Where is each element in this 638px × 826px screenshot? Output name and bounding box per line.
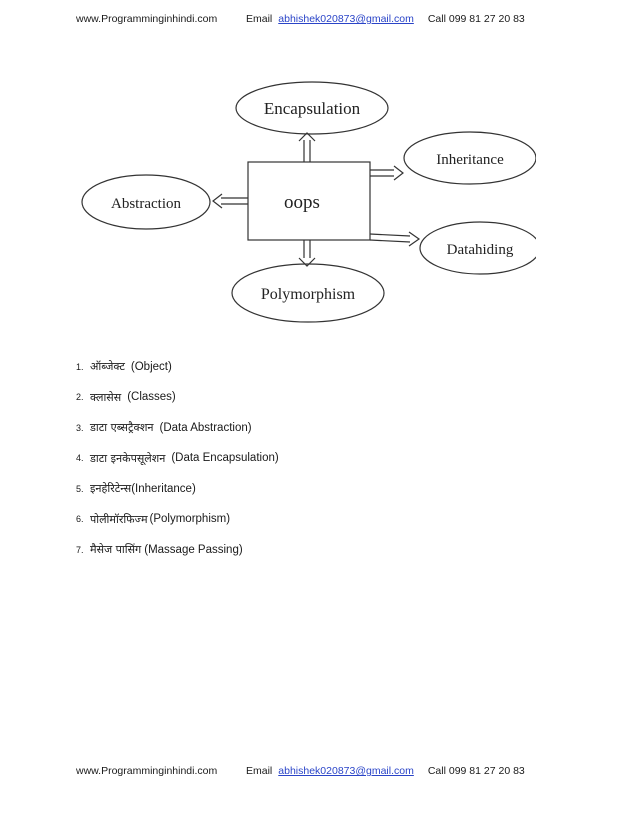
list-hindi: क्लासेस [90,390,122,404]
oops-diagram: Encapsulation Inheritance Abstraction Da… [81,81,536,323]
header-email-link[interactable]: abhishek020873@gmail.com [278,13,414,25]
list-item: 6. पोलीमॉरफिज्म (Polymorphism) [76,509,279,530]
arrow-to-datahiding [369,231,421,247]
list-english: (Data Encapsulation) [171,452,279,464]
abstraction-ellipse [81,174,211,230]
list-english: (Data Abstraction) [159,421,252,434]
list-number: 6. [76,514,84,524]
encapsulation-ellipse [235,81,389,135]
polymorphism-ellipse [231,263,385,323]
list-item: 2. क्लासेस (Classes) [76,387,279,408]
page-header: www.Programminginhindi.com Email abhishe… [76,11,566,27]
list-item: 7. मैसेज पासिंग (Massage Passing) [76,539,279,560]
list-english: (Classes) [127,391,176,403]
list-english: (Inheritance) [131,482,196,495]
arrow-to-polymorphism [298,240,316,267]
list-number: 5. [76,483,84,494]
abstraction-label: Abstraction [111,196,181,212]
list-item: 1. ऑब्जेक्ट (Object) [76,356,279,377]
arrow-to-inheritance [370,165,404,181]
list-hindi: मैसेज पासिंग [90,543,142,556]
list-hindi: ऑब्जेक्ट [90,360,125,373]
inheritance-label: Inheritance [436,152,504,168]
oops-label: oops [284,192,320,213]
list-hindi: डाटा एब्सट्रैक्शन [90,421,154,434]
polymorphism-label: Polymorphism [261,286,356,303]
list-item: 4. डाटा इनकेपसूलेशन (Data Encapsulation) [76,448,279,469]
list-english: (Massage Passing) [144,543,243,556]
header-call: Call 099 81 27 20 83 [427,13,525,25]
datahiding-label: Datahiding [447,242,514,258]
page-footer: www.Programminginhindi.com Email abhishe… [76,763,566,779]
datahiding-ellipse [419,221,536,275]
oops-box [247,161,371,241]
footer-site[interactable]: www.Programminginhindi.com [76,765,218,777]
list-hindi: डाटा इनकेपसूलेशन [90,451,166,465]
list-number: 2. [76,392,84,402]
list-number: 4. [76,453,84,463]
list-hindi: इनहेरिटेन्स [90,482,132,495]
list-english: (Object) [130,360,172,373]
arrow-to-encapsulation [298,132,316,162]
header-site[interactable]: www.Programminginhindi.com [76,13,218,25]
list-english: (Polymorphism) [149,513,231,525]
footer-call: Call 099 81 27 20 83 [427,765,525,777]
header-email-label: Email [246,13,273,25]
list-number: 7. [76,544,84,555]
list-item: 5. इनहेरिटेन्स (Inheritance) [76,478,279,499]
oops-concepts-list: 1. ऑब्जेक्ट (Object) 2. क्लासेस (Classes… [76,356,279,570]
arrow-to-abstraction [212,193,248,209]
footer-email-label: Email [246,765,273,777]
list-number: 1. [76,361,84,372]
list-item: 3. डाटा एब्सट्रैक्शन (Data Abstraction) [76,417,279,438]
encapsulation-label: Encapsulation [264,99,361,118]
list-hindi: पोलीमॉरफिज्म [90,512,148,526]
list-number: 3. [76,422,84,433]
inheritance-ellipse [403,131,536,185]
footer-email-link[interactable]: abhishek020873@gmail.com [278,765,414,777]
